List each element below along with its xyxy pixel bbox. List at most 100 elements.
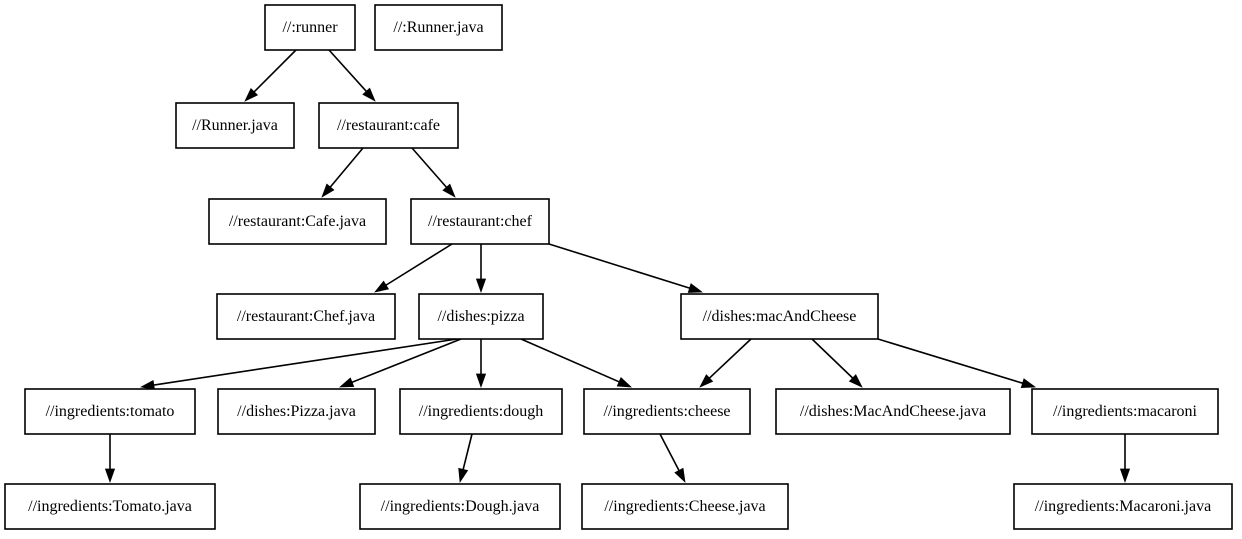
node-label: //dishes:macAndCheese — [703, 308, 857, 325]
graph-node-dishes_pizza[interactable]: //dishes:pizza — [418, 293, 544, 340]
graph-node-ingredients_tomato_java[interactable]: //ingredients:Tomato.java — [4, 483, 216, 530]
graph-node-restaurant_cafe_java[interactable]: //restaurant:Cafe.java — [208, 198, 387, 245]
edge-line — [153, 338, 458, 386]
graph-node-ingredients_macaroni_java[interactable]: //ingredients:Macaroni.java — [1013, 483, 1233, 530]
arrowhead-icon — [458, 467, 469, 484]
graph-node-dishes_macandcheese_java[interactable]: //dishes:MacAndCheese.java — [775, 388, 1011, 435]
node-box[interactable] — [583, 388, 751, 435]
edge-restaurant_chef-to-restaurant_chef_java — [374, 243, 453, 293]
node-box[interactable] — [775, 388, 1011, 435]
edge-runner-to-runner_java — [244, 49, 297, 102]
node-label: //:runner — [282, 19, 338, 36]
edge-restaurant_cafe-to-restaurant_chef — [411, 147, 456, 198]
graph-node-dishes_macandcheese[interactable]: //dishes:macAndCheese — [680, 293, 879, 340]
graph-node-ingredients_cheese_java[interactable]: //ingredients:Cheese.java — [581, 483, 789, 530]
edge-restaurant_cafe-to-restaurant_cafe_java — [321, 147, 364, 198]
graph-node-restaurant_cafe[interactable]: //restaurant:cafe — [318, 102, 459, 149]
edge-restaurant_chef-to-dishes_macandcheese — [548, 243, 704, 293]
node-box[interactable] — [24, 388, 196, 435]
edge-restaurant_chef-to-dishes_pizza — [475, 244, 487, 294]
node-box[interactable] — [318, 102, 459, 149]
edge-dishes_pizza-to-dishes_pizza_java — [339, 338, 462, 388]
node-box[interactable] — [4, 483, 216, 530]
edge-line — [877, 338, 1023, 384]
node-box[interactable] — [410, 198, 550, 245]
edge-ingredients_macaroni-to-ingredients_macaroni_java — [1119, 434, 1131, 484]
node-label: //restaurant:cafe — [337, 117, 440, 134]
node-label: //Runner.java — [192, 117, 278, 134]
edge-dishes_macandcheese-to-dishes_macandcheese_java — [811, 338, 863, 388]
edge-ingredients_tomato-to-ingredients_tomato_java — [104, 434, 116, 484]
edge-line — [411, 147, 448, 188]
edge-line — [659, 433, 680, 471]
graph-node-root_runner_java[interactable]: //:Runner.java — [374, 4, 503, 51]
node-label: //ingredients:dough — [419, 403, 543, 420]
node-box[interactable] — [1013, 483, 1233, 530]
arrowhead-icon — [362, 87, 376, 102]
node-box[interactable] — [680, 293, 879, 340]
graph-node-runner_java[interactable]: //Runner.java — [175, 102, 295, 149]
node-box[interactable] — [1031, 388, 1219, 435]
graph-node-ingredients_tomato[interactable]: //ingredients:tomato — [24, 388, 196, 435]
graph-node-ingredients_dough[interactable]: //ingredients:dough — [399, 388, 563, 435]
edge-line — [708, 338, 752, 379]
graph-node-ingredients_macaroni[interactable]: //ingredients:macaroni — [1031, 388, 1219, 435]
arrowhead-icon — [475, 373, 487, 389]
node-box[interactable] — [359, 483, 561, 530]
edge-ingredients_cheese-to-ingredients_cheese_java — [659, 433, 686, 483]
node-label: //:Runner.java — [393, 19, 483, 36]
node-box[interactable] — [581, 483, 789, 530]
edge-line — [385, 243, 453, 286]
node-label: //dishes:pizza — [437, 308, 524, 325]
node-box[interactable] — [217, 388, 376, 435]
edge-dishes_pizza-to-ingredients_cheese — [520, 338, 632, 388]
edge-dishes_macandcheese-to-ingredients_cheese — [699, 338, 752, 388]
edge-ingredients_dough-to-ingredients_dough_java — [458, 433, 473, 484]
edge-line — [328, 49, 367, 92]
node-box[interactable] — [216, 293, 396, 340]
arrowhead-icon — [339, 377, 355, 388]
edge-dishes_pizza-to-ingredients_dough — [475, 339, 487, 389]
node-label: //ingredients:cheese — [603, 403, 730, 420]
node-box[interactable] — [399, 388, 563, 435]
node-label: //dishes:MacAndCheese.java — [800, 403, 986, 420]
node-label: //ingredients:macaroni — [1053, 403, 1198, 420]
graph-node-restaurant_chef_java[interactable]: //restaurant:Chef.java — [216, 293, 396, 340]
node-box[interactable] — [208, 198, 387, 245]
arrowhead-icon — [475, 278, 487, 294]
node-box[interactable] — [374, 4, 503, 51]
edge-line — [548, 243, 690, 289]
graph-node-runner[interactable]: //:runner — [264, 4, 356, 51]
arrowhead-icon — [687, 283, 704, 293]
arrowhead-icon — [104, 468, 116, 484]
arrowhead-icon — [1020, 378, 1037, 388]
arrowhead-icon — [1119, 468, 1131, 484]
graph-node-ingredients_dough_java[interactable]: //ingredients:Dough.java — [359, 483, 561, 530]
node-label: //restaurant:chef — [428, 213, 533, 230]
arrowhead-icon — [699, 374, 714, 388]
graph-node-ingredients_cheese[interactable]: //ingredients:cheese — [583, 388, 751, 435]
node-box[interactable] — [418, 293, 544, 340]
edge-line — [351, 338, 462, 383]
node-label: //ingredients:Macaroni.java — [1035, 498, 1211, 515]
node-label: //restaurant:Cafe.java — [229, 213, 366, 230]
node-box[interactable] — [175, 102, 295, 149]
arrowhead-icon — [848, 374, 863, 388]
graph-node-restaurant_chef[interactable]: //restaurant:chef — [410, 198, 550, 245]
arrowhead-icon — [321, 183, 335, 198]
edge-line — [329, 147, 364, 188]
node-box[interactable] — [264, 4, 356, 51]
edge-line — [462, 433, 473, 470]
node-label: //ingredients:tomato — [46, 403, 175, 420]
edges-layer — [104, 49, 1131, 484]
edge-line — [811, 338, 854, 379]
arrowhead-icon — [674, 467, 686, 483]
edge-runner-to-restaurant_cafe — [328, 49, 376, 102]
graph-node-dishes_pizza_java[interactable]: //dishes:Pizza.java — [217, 388, 376, 435]
arrowhead-icon — [616, 376, 632, 388]
node-label: //dishes:Pizza.java — [237, 403, 356, 420]
node-label: //ingredients:Dough.java — [381, 498, 540, 515]
edge-line — [520, 338, 620, 383]
